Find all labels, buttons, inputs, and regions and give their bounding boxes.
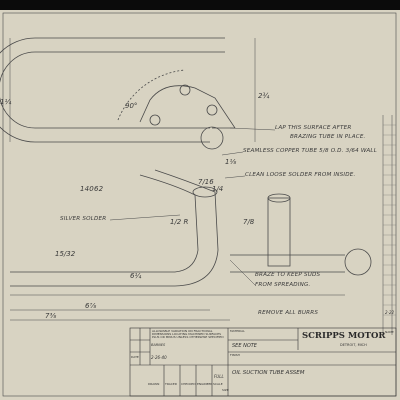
finish-label: FINISH [230, 353, 240, 357]
part-number: 14062 [80, 185, 104, 193]
label-size: SIZE [222, 388, 229, 392]
label-traced: TRACED [165, 382, 178, 386]
tolerance-note: ALLOWABLE VARIATION ON FRACTIONAL DIMENS… [152, 329, 224, 340]
dim-5: 1/4 [212, 185, 224, 193]
drawing-title: OIL SUCTION TUBE ASSEM [232, 370, 305, 376]
label-scale: SCALE [213, 382, 223, 386]
dim-2: 2¾ [258, 92, 270, 100]
date-label: DATE [131, 355, 139, 359]
note-lap: LAP THIS SURFACE AFTER [275, 125, 352, 131]
note-braze: BRAZE TO KEEP SUDS [255, 272, 321, 278]
dim-3: 1⅛ [225, 158, 237, 166]
dim-1: 1¼ [0, 98, 12, 106]
drawn-by: BARNES [151, 343, 166, 347]
drawing-date: 2-26-40 [151, 355, 167, 360]
company-name: SCRIPPS MOTOR [302, 331, 386, 341]
dim-11: 1/2 R [170, 218, 189, 226]
side-label: NAME [385, 330, 394, 334]
dim-angle: 90° [125, 102, 138, 110]
material-value: SEE NOTE [232, 343, 257, 349]
material-label: MATERIAL [230, 329, 245, 333]
dim-10: 7/8 [243, 218, 255, 226]
note-lap-2: BRAZING TUBE IN PLACE. [290, 134, 366, 140]
note-silver: SILVER SOLDER [60, 216, 107, 222]
label-engineer: ENGINEER [197, 382, 213, 386]
note-burrs: REMOVE ALL BURRS [258, 310, 319, 316]
dim-9: 7⅜ [45, 312, 57, 320]
company-city: DETROIT, MICH [340, 343, 367, 347]
drawing-sheet: LAP THIS SURFACE AFTER BRAZING TUBE IN P… [0, 10, 400, 400]
dim-7: 6⅞ [85, 302, 97, 310]
note-seamless: SEAMLESS COPPER TUBE 5/8 O.D. 3/64 WALL [243, 148, 378, 154]
note-clean: CLEAN LOOSE SOLDER FROM INSIDE. [245, 172, 356, 178]
label-drawn: DRAWN [148, 382, 160, 386]
note-braze-2: FROM SPREADING. [255, 282, 311, 288]
side-value: 2-22 [385, 310, 395, 315]
scale-value: FULL [214, 374, 224, 379]
drawing-lines [0, 12, 397, 397]
dim-8: 6¼ [130, 272, 142, 280]
dim-6: 15/32 [55, 250, 76, 258]
label-checked: CHECKED [181, 382, 196, 386]
dim-4: 7/16 [198, 178, 214, 186]
